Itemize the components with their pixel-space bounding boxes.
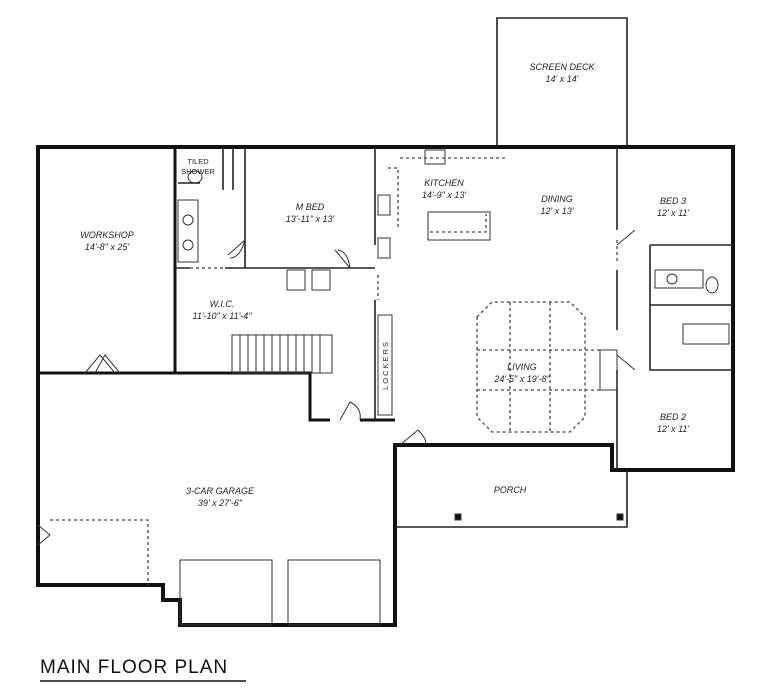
exterior-walls xyxy=(36,145,735,627)
dining-size: 12' x 13' xyxy=(541,206,574,216)
lockers-label: LOCKERS xyxy=(381,340,390,390)
plan-title: MAIN FLOOR PLAN xyxy=(40,657,228,678)
porch-label: PORCH xyxy=(494,485,527,495)
garage-size: 39' x 27'-6" xyxy=(198,498,243,508)
m-bed-label: M BED xyxy=(296,202,325,212)
m-bed-size: 13'-11" x 13' xyxy=(286,214,335,224)
wic-label: W.I.C. xyxy=(210,299,235,309)
screen-deck-label: SCREEN DECK xyxy=(529,62,595,72)
tiled-shower-label-2: SHOWER xyxy=(181,167,215,176)
screen-deck: SCREEN DECK 14' x 14' xyxy=(496,17,628,147)
dining-label: DINING xyxy=(541,194,573,204)
living-label: LIVING xyxy=(507,362,537,372)
fixtures xyxy=(50,149,730,626)
screen-deck-size: 14' x 14' xyxy=(546,74,579,84)
interior-walls xyxy=(37,147,733,546)
bed3-label: BED 3 xyxy=(660,196,686,206)
living-size: 24'-5" x 19'-8" xyxy=(493,374,550,384)
bed2-label: BED 2 xyxy=(660,412,686,422)
wic-size: 11'-10" x 11'-4" xyxy=(192,311,252,321)
workshop-size: 14'-8" x 25' xyxy=(85,242,129,252)
bed3-size: 12' x 11' xyxy=(657,208,690,218)
kitchen-label: KITCHEN xyxy=(424,178,464,188)
kitchen-size: 14'-9" x 13' xyxy=(422,190,466,200)
garage-label: 3-CAR GARAGE xyxy=(186,486,255,496)
tiled-shower-label-1: TILED xyxy=(187,157,209,166)
bed2-size: 12' x 11' xyxy=(657,424,690,434)
workshop-label: WORKSHOP xyxy=(80,230,134,240)
